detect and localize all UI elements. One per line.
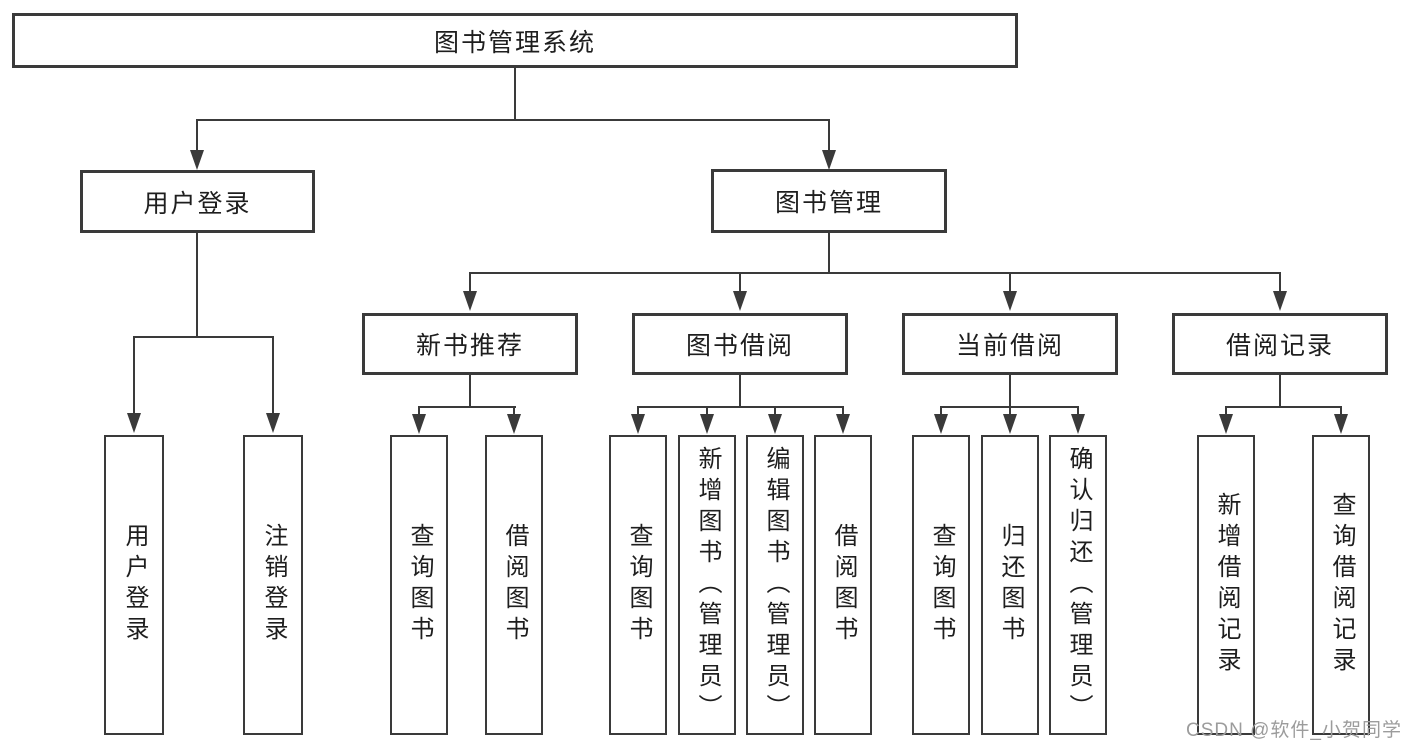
arrowhead-to-user-login (190, 150, 204, 170)
connector-book-management-rail (469, 272, 1281, 274)
connector-drop-book-borrowing (739, 274, 741, 292)
arrowhead-to-bb-add (700, 414, 714, 434)
node-library-management-system: 图书管理系统 (12, 13, 1018, 68)
arrowhead-to-cb-query (934, 414, 948, 434)
connector-records-rail (1225, 406, 1342, 408)
leaf-bb-add-books-admin: 新增图书（管理员） (678, 435, 736, 735)
csdn-watermark: CSDN @软件_小贺同学 (1186, 720, 1402, 741)
connector-current-trunk (1009, 375, 1011, 408)
connector-root-trunk (514, 68, 516, 121)
node-new-book-recommendation: 新书推荐 (362, 313, 578, 375)
connector-recommendation-trunk (469, 375, 471, 408)
connector-root-rail (196, 119, 830, 121)
connector-borrowing-trunk (739, 375, 741, 408)
connector-drop-leaf-logout (272, 338, 274, 414)
node-current-borrowing: 当前借阅 (902, 313, 1118, 375)
arrowhead-to-br-query (1334, 414, 1348, 434)
arrowhead-to-br-add (1219, 414, 1233, 434)
arrowhead-to-bb-query (631, 414, 645, 434)
connector-drop-rec-borrow (513, 408, 515, 415)
leaf-rec-query-books: 查询图书 (390, 435, 448, 735)
arrowhead-to-leaf-logout (266, 413, 280, 433)
leaf-bb-query-books: 查询图书 (609, 435, 667, 735)
leaf-cb-confirm-return-admin: 确认归还（管理员） (1049, 435, 1107, 735)
leaf-bb-borrow-books: 借阅图书 (814, 435, 872, 735)
arrowhead-to-current-borrowing (1003, 291, 1017, 311)
leaf-cb-return-books: 归还图书 (981, 435, 1039, 735)
connector-drop-bb-query (637, 408, 639, 415)
connector-drop-br-query (1340, 408, 1342, 415)
node-user-login: 用户登录 (80, 170, 315, 233)
connector-drop-user-login (196, 121, 198, 152)
arrowhead-to-bb-edit (768, 414, 782, 434)
connector-drop-cb-confirm (1077, 408, 1079, 415)
connector-drop-new-book-recommendation (469, 274, 471, 292)
connector-drop-current-borrowing (1009, 274, 1011, 292)
arrowhead-to-borrowing-records (1273, 291, 1287, 311)
leaf-logout: 注销登录 (243, 435, 303, 735)
connector-drop-br-add (1225, 408, 1227, 415)
connector-drop-bb-borrow (842, 408, 844, 415)
connector-drop-cb-query (940, 408, 942, 415)
arrowhead-to-new-book-recommendation (463, 291, 477, 311)
connector-user-login-trunk (196, 233, 198, 338)
connector-drop-cb-return (1009, 408, 1011, 415)
node-book-management: 图书管理 (711, 169, 947, 233)
connector-records-trunk (1279, 375, 1281, 408)
arrowhead-to-bb-borrow (836, 414, 850, 434)
leaf-user-login: 用户登录 (104, 435, 164, 735)
arrowhead-to-leaf-user-login (127, 413, 141, 433)
connector-drop-bb-edit (774, 408, 776, 415)
leaf-br-query-record: 查询借阅记录 (1312, 435, 1370, 735)
leaf-rec-borrow-books: 借阅图书 (485, 435, 543, 735)
connector-drop-rec-query (418, 408, 420, 415)
leaf-br-add-record: 新增借阅记录 (1197, 435, 1255, 735)
connector-book-management-trunk (828, 233, 830, 274)
arrowhead-to-book-management (822, 150, 836, 170)
arrowhead-to-book-borrowing (733, 291, 747, 311)
leaf-cb-query-books: 查询图书 (912, 435, 970, 735)
node-borrowing-records: 借阅记录 (1172, 313, 1388, 375)
connector-borrowing-rail (637, 406, 844, 408)
connector-drop-borrowing-records (1279, 274, 1281, 292)
arrowhead-to-cb-confirm (1071, 414, 1085, 434)
arrowhead-to-rec-query (412, 414, 426, 434)
arrowhead-to-cb-return (1003, 414, 1017, 434)
connector-drop-book-management (828, 121, 830, 152)
connector-drop-leaf-user-login (133, 338, 135, 414)
connector-drop-bb-add (706, 408, 708, 415)
connector-user-login-rail (133, 336, 274, 338)
connector-recommendation-rail (418, 406, 516, 408)
node-book-borrowing: 图书借阅 (632, 313, 848, 375)
leaf-bb-edit-books-admin: 编辑图书（管理员） (746, 435, 804, 735)
connector-current-rail (940, 406, 1079, 408)
arrowhead-to-rec-borrow (507, 414, 521, 434)
